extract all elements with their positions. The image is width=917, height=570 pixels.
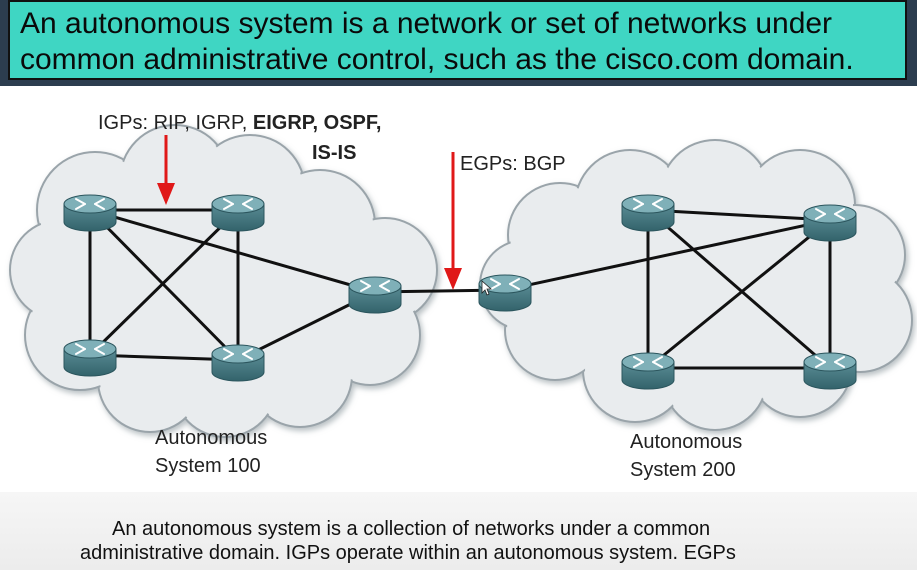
igps-bold-2: IS-IS: [312, 142, 357, 164]
mouse-cursor-icon: [481, 280, 493, 296]
router-as100-top-right: [211, 194, 265, 232]
as200-links: [504, 208, 832, 370]
caption-line-1: An autonomous system is a collection of …: [112, 518, 711, 540]
router-as200-bottom-right: [803, 352, 857, 390]
as100-label-line-2: System 100: [155, 455, 261, 477]
banner-line-2: common administrative control, such as t…: [20, 43, 854, 76]
banner-line-1: An autonomous system is a network or set…: [20, 7, 833, 40]
router-as100-bottom-right: [211, 344, 265, 382]
egp-arrow: [444, 152, 462, 290]
igp-arrow: [157, 135, 175, 205]
igps-label: IGPs: RIP, IGRP, EIGRP, OSPF,: [98, 110, 381, 136]
caption-box: An autonomous system is a collection of …: [0, 492, 917, 570]
igps-prefix: IGPs: RIP, IGRP: [98, 112, 242, 134]
egps-label: EGPs: BGP: [460, 153, 566, 175]
autonomous-system-diagram: [9, 124, 913, 438]
definition-banner: An autonomous system is a network or set…: [8, 0, 907, 80]
igps-comma: ,: [241, 112, 248, 134]
caption-line-2: administrative domain. IGPs operate with…: [80, 542, 736, 564]
router-as200-bottom-left: [621, 352, 675, 390]
as200-label-line-2: System 200: [630, 459, 736, 481]
router-as200-top-right: [803, 204, 857, 242]
as100-label-line-1: Autonomous: [155, 427, 268, 449]
router-as100-bottom-left: [63, 339, 117, 377]
router-as100-top-left: [63, 194, 117, 232]
router-as200-top-left: [621, 194, 675, 232]
router-as100-border: [348, 276, 402, 314]
as200-label-line-1: Autonomous: [630, 431, 743, 453]
igps-bold-1: EIGRP, OSPF,: [252, 112, 382, 134]
